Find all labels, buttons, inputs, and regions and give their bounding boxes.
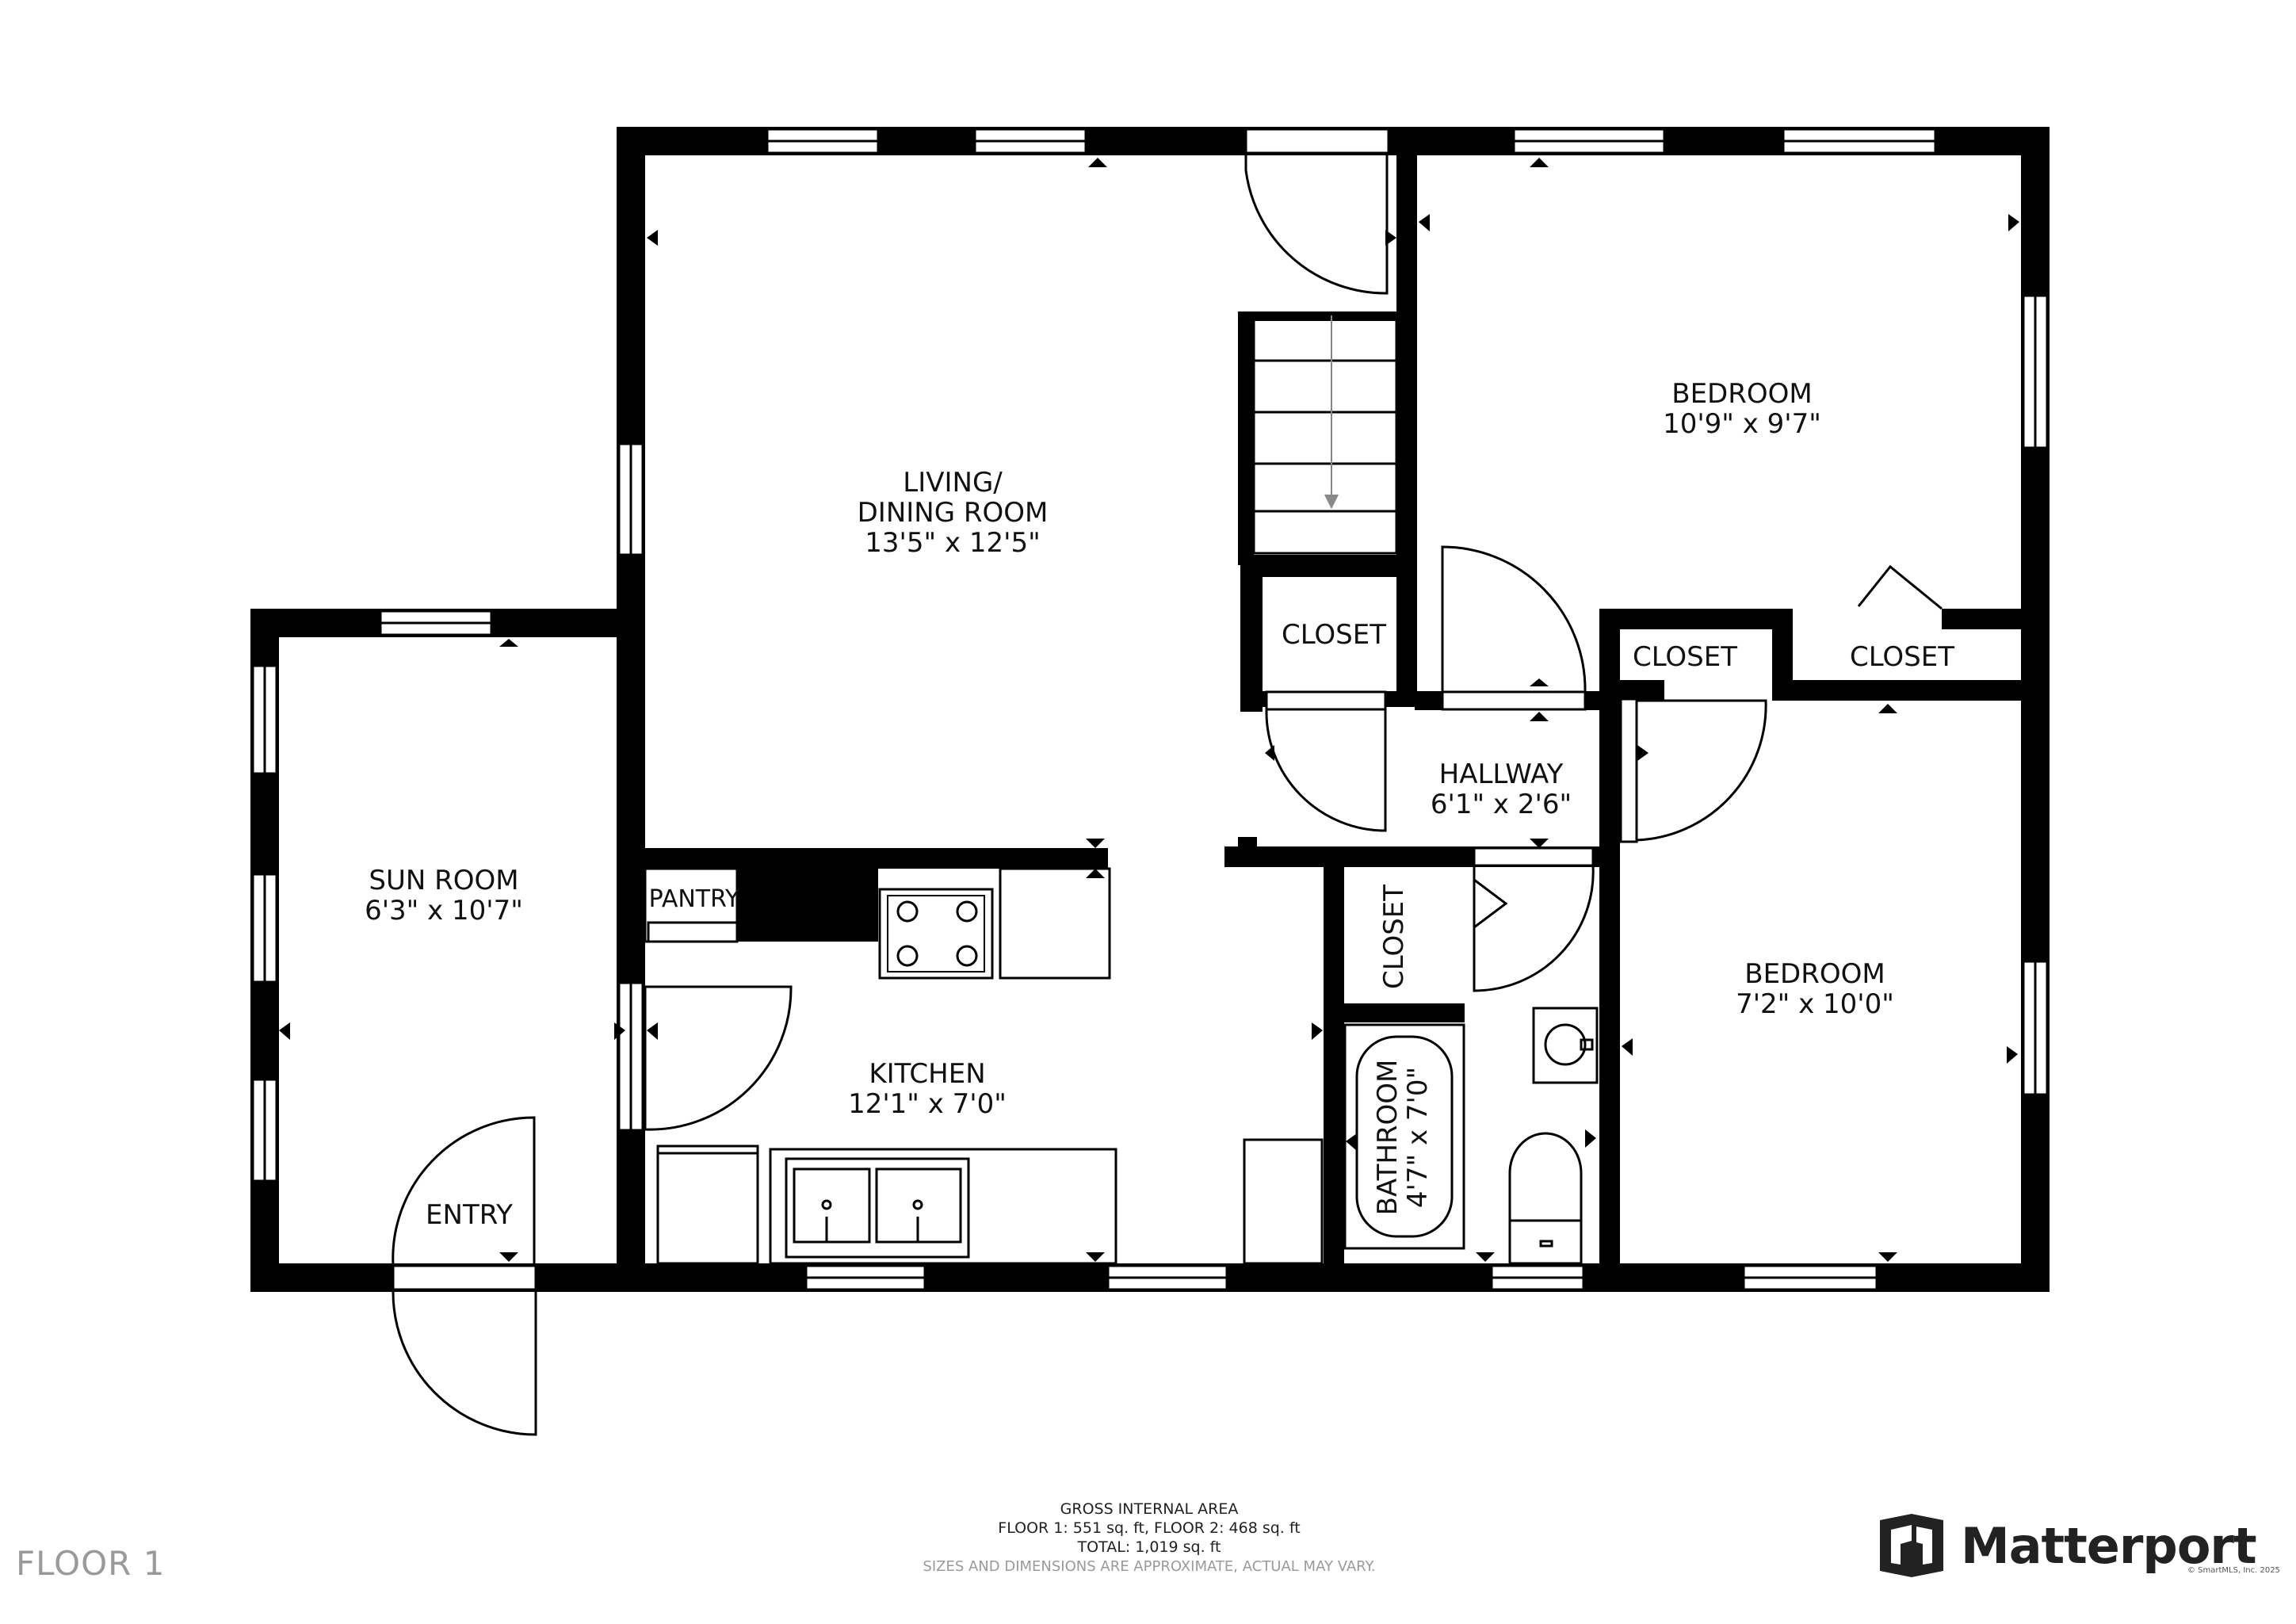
bathroom-name: BATHROOM bbox=[1372, 1060, 1404, 1216]
living-room-line1: LIVING/ bbox=[903, 467, 1003, 499]
matterport-logo-icon bbox=[1880, 1514, 1943, 1577]
copyright-text: © SmartMLS, Inc. 2025 bbox=[2187, 1566, 2280, 1575]
bedroom-bottom-name: BEDROOM bbox=[1744, 958, 1885, 990]
matterport-brand: Matterport bbox=[1880, 1510, 2257, 1581]
matterport-wordmark: Matterport bbox=[1961, 1516, 2257, 1575]
door-openings bbox=[392, 128, 1638, 1291]
room-labels: LIVING/ DINING ROOM 13'5" x 12'5" BEDROO… bbox=[365, 378, 1954, 1231]
entry-label: ENTRY bbox=[426, 1199, 513, 1231]
kitchen-dims: 12'1" x 7'0" bbox=[848, 1088, 1007, 1120]
closet-mid-label: CLOSET bbox=[1633, 641, 1737, 673]
footer-line3: TOTAL: 1,019 sq. ft bbox=[1077, 1538, 1221, 1556]
windows bbox=[251, 128, 2049, 1291]
scan-markers bbox=[279, 158, 2019, 1262]
footer-line2: FLOOR 1: 551 sq. ft, FLOOR 2: 468 sq. ft bbox=[998, 1519, 1301, 1537]
sun-room-name: SUN ROOM bbox=[369, 865, 518, 896]
kitchen-name: KITCHEN bbox=[869, 1058, 985, 1090]
hallway-name: HALLWAY bbox=[1439, 759, 1564, 790]
hallway-dims: 6'1" x 2'6" bbox=[1431, 789, 1572, 820]
living-room-line2: DINING ROOM bbox=[858, 497, 1049, 529]
footer-area-info: GROSS INTERNAL AREA FLOOR 1: 551 sq. ft,… bbox=[872, 1500, 1427, 1557]
fixtures bbox=[644, 867, 1599, 1265]
bedroom-top-dims: 10'9" x 9'7" bbox=[1663, 408, 1821, 440]
footer-disclaimer: SIZES AND DIMENSIONS ARE APPROXIMATE, AC… bbox=[923, 1558, 1376, 1575]
closet-right-label: CLOSET bbox=[1850, 641, 1954, 673]
bathroom-dims: 4'7" x 7'0" bbox=[1402, 1067, 1434, 1208]
pantry-label: PANTRY bbox=[649, 885, 740, 913]
footer-line1: GROSS INTERNAL AREA bbox=[1060, 1500, 1239, 1518]
closet-stairs-label: CLOSET bbox=[1282, 619, 1386, 651]
living-room-dims: 13'5" x 12'5" bbox=[865, 527, 1041, 559]
floor-label: FLOOR 1 bbox=[16, 1544, 166, 1583]
stairs bbox=[1252, 314, 1398, 555]
door-swings bbox=[392, 153, 1943, 1436]
closet-vertical-label: CLOSET bbox=[1378, 885, 1410, 989]
bedroom-bottom-dims: 7'2" x 10'0" bbox=[1736, 988, 1894, 1020]
sun-room-dims: 6'3" x 10'7" bbox=[365, 895, 523, 927]
bedroom-top-name: BEDROOM bbox=[1671, 378, 1812, 410]
